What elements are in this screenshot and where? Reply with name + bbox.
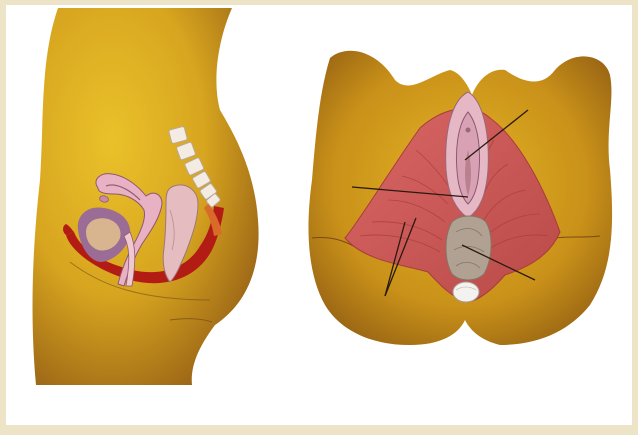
bottom-border (0, 425, 638, 435)
left-border (0, 0, 6, 435)
ovary (100, 196, 109, 202)
inferior-view (308, 51, 612, 345)
urethral-opening (466, 128, 471, 133)
top-border (0, 0, 638, 5)
anus (453, 282, 479, 302)
right-border (632, 0, 638, 435)
